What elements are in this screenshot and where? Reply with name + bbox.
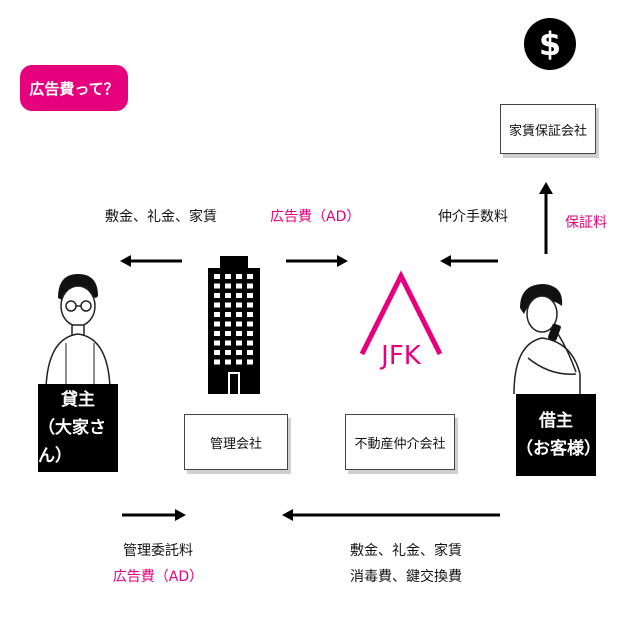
landlord-label-line1: 貸主 [61, 390, 95, 410]
bottom-left-flow-label-1: 管理委託料 [123, 543, 193, 559]
top-right-flow-label: 仲介手数料 [438, 209, 508, 225]
management-company-box: 管理会社 [184, 414, 288, 470]
building-window [225, 340, 231, 346]
building-window [214, 350, 220, 355]
guarantee-fee-label: 保証料 [565, 215, 607, 231]
building-window [214, 293, 220, 298]
building-window [236, 312, 242, 317]
agent-logo-text: JFK [379, 341, 422, 371]
building-window [247, 340, 253, 346]
building-window [225, 312, 231, 317]
guarantor-label: 家賃保証会社 [508, 123, 587, 139]
top-left-flow-label: 敷金、礼金、家賃 [105, 209, 217, 225]
building-window [247, 312, 253, 317]
building-window [214, 283, 220, 289]
tenant-person-icon [513, 284, 581, 394]
top-middle-flow-label: 広告費（AD） [270, 209, 361, 225]
landlord-label-line2: （大家さん） [38, 418, 106, 466]
up-arrow [539, 182, 553, 254]
right-arrow-bottom-left [122, 509, 186, 521]
management-company-label: 管理会社 [209, 436, 262, 452]
title-badge: 広告費って？ [20, 65, 128, 111]
building-window [236, 274, 242, 279]
building-window [247, 350, 253, 355]
building-window [214, 312, 220, 317]
real-estate-agent-label: 不動産仲介会社 [354, 436, 446, 452]
building-window [214, 302, 220, 308]
tenant-label-line2: （お客様） [516, 439, 601, 459]
building-window [247, 283, 253, 289]
building-window [247, 293, 253, 298]
building-window [236, 321, 242, 327]
tenant-label-line1: 借主 [539, 411, 573, 431]
building-window [247, 359, 253, 365]
building-window [214, 274, 220, 279]
building-window [236, 283, 242, 289]
svg-text:$: $ [539, 25, 561, 63]
left-arrow-top-right [440, 255, 498, 267]
building-icon [208, 256, 260, 394]
building-window [247, 302, 253, 308]
building-window [225, 302, 231, 308]
building-window [214, 321, 220, 327]
tenant-box: 借主 （お客様） [516, 394, 601, 476]
building-window [247, 321, 253, 327]
building-window [214, 340, 220, 346]
bottom-right-flow-label-2: 消毒費、鍵交換費 [350, 569, 462, 585]
right-arrow-top-middle [286, 255, 348, 267]
building-window [247, 274, 253, 279]
building-window [225, 321, 231, 327]
house-roof-icon: JFK [359, 270, 443, 371]
dollar-icon: $ [524, 18, 576, 70]
real-estate-agent-box: 不動産仲介会社 [345, 414, 455, 470]
building-window [236, 302, 242, 308]
building-window [225, 274, 231, 279]
building-window [247, 331, 253, 336]
building-window [236, 340, 242, 346]
bottom-left-flow-label-2: 広告費（AD） [112, 569, 204, 585]
building-window [225, 331, 231, 336]
left-arrow-bottom-right [282, 509, 500, 521]
building-window [225, 283, 231, 289]
building-window [225, 350, 231, 355]
building-window [214, 359, 220, 365]
building-window [214, 331, 220, 336]
landlord-box: 貸主 （大家さん） [38, 384, 118, 472]
building-window [236, 350, 242, 355]
landlord-person-icon [45, 274, 111, 388]
building-window [225, 359, 231, 365]
building-window [236, 293, 242, 298]
building-window [236, 359, 242, 365]
guarantor-box: 家賃保証会社 [500, 104, 596, 154]
left-arrow-top-left [120, 255, 182, 267]
building-window [236, 331, 242, 336]
building-window [225, 293, 231, 298]
bottom-right-flow-label-1: 敷金、礼金、家賃 [350, 543, 462, 559]
